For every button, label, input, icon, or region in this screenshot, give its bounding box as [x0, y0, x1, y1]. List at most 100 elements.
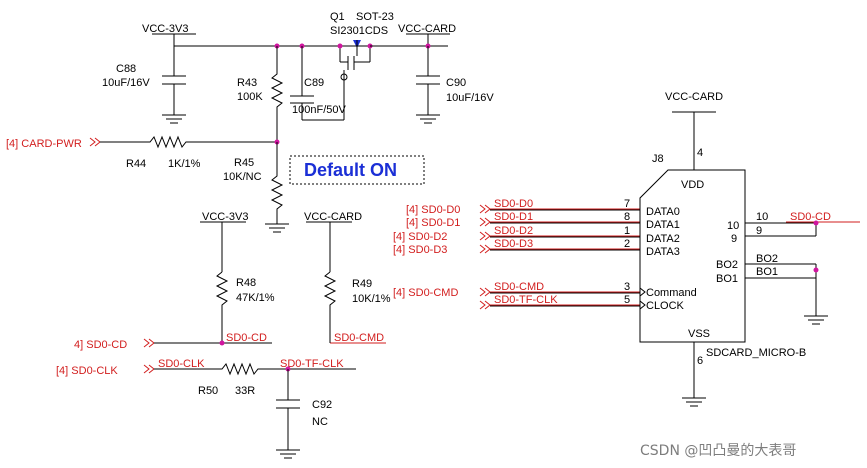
j8-vdd-label: VDD [681, 179, 704, 191]
j8-pin-label: CLOCK [646, 300, 685, 312]
j8-pin-label: DATA2 [646, 233, 680, 245]
capacitor-c92[interactable]: C92 NC [276, 369, 332, 459]
c92-value: NC [312, 416, 328, 428]
j8-vdd-pin-number: 4 [697, 147, 703, 159]
j8-pin-number: 1 [624, 225, 630, 237]
sd0-cd-wire-right: SD0-CD [790, 211, 831, 223]
c88-ref: C88 [116, 63, 136, 75]
vcc-card-label-mid: VCC-CARD [304, 211, 362, 223]
vcc3v3-label-mid: VCC-3V3 [202, 211, 248, 223]
c90-ref: C90 [446, 77, 466, 89]
j8-pin-label: DATA0 [646, 206, 680, 218]
capacitor-c90[interactable]: C90 10uF/16V [416, 46, 494, 124]
r43-value: 100K [237, 91, 263, 103]
capacitor-c88[interactable]: C88 10uF/16V [102, 46, 186, 124]
r44-ref: R44 [126, 158, 146, 170]
sd0-tf-clk-wire-left: SD0-TF-CLK [280, 358, 344, 370]
pullup-section: VCC-3V3 R48 47K/1% VCC-CARD R49 10K/1% S… [56, 211, 391, 459]
sd0-d2-port-label: [4] SD0-D2 [393, 231, 447, 243]
sd0-d1-port-label: [4] SD0-D1 [406, 217, 460, 229]
sd0-d3-port-label: [4] SD0-D3 [393, 244, 447, 256]
sd0-d3-wire-label: SD0-D3 [494, 238, 533, 250]
j8-bo2-label: BO2 [716, 259, 738, 271]
vcc3v3-label-top: VCC-3V3 [142, 23, 188, 35]
mosfet-q1[interactable]: Q1 SOT-23 SI2301CDS [330, 11, 394, 120]
j8-pin-number: 3 [624, 281, 630, 293]
resistor-r44[interactable]: R44 1K/1% [100, 135, 277, 170]
capacitor-c89[interactable]: C89 100nF/50V [290, 46, 346, 121]
j8-vss-pin-number: 6 [697, 355, 703, 367]
sd0-clk-wire-label: SD0-CLK [158, 358, 205, 370]
j8-pin-number: 7 [624, 198, 630, 210]
sd0-d1-port[interactable]: [4] SD0-D1 [406, 217, 491, 229]
sd0-d0-wire-label: SD0-D0 [494, 198, 533, 210]
sd-signal-ports: [4] SD0-D0 [4] SD0-D1 [4] SD0-D2 [4] SD0… [393, 198, 640, 310]
resistor-r49[interactable]: R49 10K/1% [323, 271, 391, 332]
sd0-d3-port[interactable]: [4] SD0-D3 [393, 244, 491, 256]
resistor-r48[interactable]: R48 47K/1% [215, 271, 275, 343]
sd0-clk-port[interactable]: [4] SD0-CLK [56, 364, 155, 377]
sd0-cd-wire-left: SD0-CD [226, 332, 267, 344]
j8-pin-number: 5 [624, 294, 630, 306]
r48-value: 47K/1% [236, 292, 275, 304]
j8-pin-label: DATA1 [646, 219, 680, 231]
c88-value: 10uF/16V [102, 77, 150, 89]
vcc-card-label-j8: VCC-CARD [665, 91, 723, 103]
r50-ref: R50 [198, 385, 218, 397]
resistor-r43[interactable]: R43 100K [237, 46, 284, 142]
sd0-d2-port[interactable]: [4] SD0-D2 [393, 231, 491, 243]
sd0-cmd-wire-left: SD0-CMD [334, 332, 384, 344]
card-pwr-port[interactable]: [4] CARD-PWR [6, 137, 101, 150]
resistor-r50[interactable]: R50 33R [154, 362, 356, 397]
j8-pin-number: 2 [624, 238, 630, 250]
watermark: CSDN @凹凸曼的大表哥 [640, 443, 796, 459]
j8-part: SDCARD_MICRO-B [706, 347, 806, 359]
connector-j8[interactable]: J8 VDD VSS SDCARD_MICRO-B VCC-CARD 4 6 D… [624, 91, 860, 407]
card-pwr-label: [4] CARD-PWR [6, 138, 82, 150]
sd0-cd-port-label: 4] SD0-CD [74, 339, 127, 351]
c92-ref: C92 [312, 399, 332, 411]
sd0-cmd-wire-label: SD0-CMD [494, 281, 544, 293]
c90-value: 10uF/16V [446, 92, 494, 104]
j8-right-pin-number: 9 [756, 225, 762, 237]
c89-ref: C89 [304, 77, 324, 89]
q1-part: SI2301CDS [330, 25, 388, 37]
c89-value: 100nF/50V [292, 104, 346, 116]
junction-dot [813, 220, 819, 226]
j8-bo1-label: BO1 [716, 273, 738, 285]
j8-right-pin-label: 10 [727, 220, 739, 232]
resistor-r45[interactable]: R45 10K/NC [223, 142, 289, 233]
r45-value: 10K/NC [223, 171, 262, 183]
sd0-d2-wire-label: SD0-D2 [494, 225, 533, 237]
j8-pin-label: DATA3 [646, 246, 680, 258]
junction-dot [337, 43, 343, 49]
r50-value: 33R [235, 385, 255, 397]
default-on-note: Default ON [289, 155, 425, 185]
sd0-clk-port-label: [4] SD0-CLK [56, 365, 118, 377]
sd0-d0-port[interactable]: [4] SD0-D0 [406, 204, 491, 216]
j8-right-pin-label: 9 [731, 233, 737, 245]
junction-dot [219, 340, 225, 346]
sd0-cmd-port-label: [4] SD0-CMD [393, 287, 458, 299]
bo1-wire-label: BO1 [756, 266, 778, 278]
q1-ref: Q1 [330, 11, 345, 23]
j8-pin-number: 8 [624, 211, 630, 223]
sd0-tf-clk-wire-label: SD0-TF-CLK [494, 294, 558, 306]
default-on-text: Default ON [304, 160, 397, 180]
junction-dot [813, 267, 819, 273]
j8-pin-label: Command [646, 287, 697, 299]
bo2-wire-label: BO2 [756, 253, 778, 265]
r44-value: 1K/1% [168, 158, 201, 170]
j8-ref: J8 [652, 153, 664, 165]
sd0-cmd-port[interactable]: [4] SD0-CMD [393, 287, 491, 299]
q1-package: SOT-23 [356, 11, 394, 23]
r43-ref: R43 [237, 77, 257, 89]
r45-ref: R45 [234, 157, 254, 169]
sd0-d1-wire-label: SD0-D1 [494, 211, 533, 223]
j8-vss-label: VSS [688, 328, 710, 340]
r48-ref: R48 [236, 277, 256, 289]
sd0-cd-port[interactable]: 4] SD0-CD [74, 338, 155, 351]
power-switch-section: VCC-3V3 C88 10uF/16V R43 100K [6, 11, 494, 233]
r49-ref: R49 [352, 278, 372, 290]
